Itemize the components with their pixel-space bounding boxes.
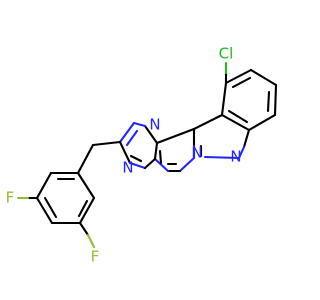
bond-f [86,233,96,249]
bond [76,171,96,200]
nitrogen-label: N [191,144,202,162]
bond [77,199,89,218]
nitrogen-label: N [230,148,241,166]
fluorine-label: F [6,189,15,207]
bond [224,68,253,85]
bond [158,149,163,165]
bond [227,109,249,124]
bond [220,113,251,132]
chlorine-label: Cl [219,45,234,63]
bond [35,171,53,200]
bond-n [132,121,147,128]
bond-n [118,121,136,144]
atom-label-layer: Cl N N N N F F [6,45,242,266]
bond [242,128,251,149]
bond-n [237,145,246,160]
bond [76,143,95,175]
bond [43,196,58,219]
bond [153,141,159,161]
bond [231,76,252,89]
bond [78,196,96,225]
bond [249,68,278,87]
bond-n [128,161,147,170]
bond [118,140,132,165]
bond [129,154,143,163]
bond [155,127,196,145]
bond [143,157,157,170]
bond [35,196,54,225]
bond [247,113,277,132]
bond-n [153,157,170,173]
bond-n [203,155,241,160]
bond [273,83,278,117]
nitrogen-label: N [122,159,133,177]
nitrogen-label: N [149,116,160,134]
bond-n [178,156,196,173]
bond-layer [16,61,278,249]
molecule-canvas: Cl N N N N F F [5,44,278,266]
bond [220,81,228,117]
bond [143,124,159,145]
fluorine-label: F [91,248,100,266]
bond [91,140,122,147]
molecule-diagram: Cl N N N N F F [6,45,278,266]
bond [192,113,224,131]
bond [78,221,90,237]
bond [266,90,271,113]
bond-n [125,129,139,147]
